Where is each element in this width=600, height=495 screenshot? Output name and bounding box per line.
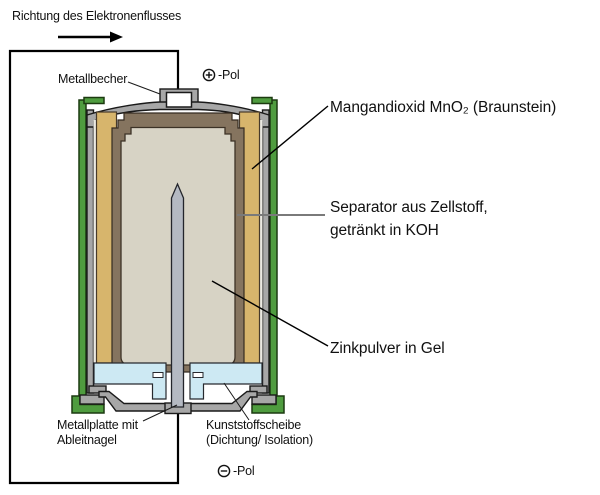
separator-label-line1: Separator aus Zellstoff, xyxy=(330,199,488,216)
pointer-zinkpulver xyxy=(211,280,329,347)
label-wrap-right xyxy=(269,99,278,403)
minus-pol-icon xyxy=(217,464,231,478)
minus-pole-label: -Pol xyxy=(217,464,255,478)
zinc-powder-label: Zinkpulver in Gel xyxy=(330,340,445,357)
circuit-wire xyxy=(8,49,180,485)
separator-label: Separator aus Zellstoff, getränkt in KOH xyxy=(330,196,488,242)
plastic-seal-right xyxy=(189,362,263,400)
bottom-metal-plate xyxy=(98,390,258,412)
electron-flow-arrowhead xyxy=(110,31,123,43)
seal-notch-left xyxy=(152,372,164,378)
plastic-disc-label-line2: (Dichtung/ Isolation) xyxy=(206,433,313,447)
metal-plate-label: Metallplatte mit Ableitnagel xyxy=(57,418,138,448)
plastic-disc-label: Kunststoffscheibe (Dichtung/ Isolation) xyxy=(206,418,313,448)
terminal-button-opening xyxy=(165,91,193,108)
metal-cup-wall-right xyxy=(261,109,270,394)
pointer-kunststoffscheibe xyxy=(223,382,250,421)
metal-plate-label-line1: Metallplatte mit xyxy=(57,418,138,432)
flow-direction-label: Richtung des Elektronenflusses xyxy=(12,9,182,23)
separator-label-line2: getränkt in KOH xyxy=(330,222,439,239)
metal-cup-foot-right xyxy=(251,394,277,405)
label-wrap-left xyxy=(78,99,87,403)
plus-pol-icon xyxy=(202,68,216,82)
metal-cup-wall-left xyxy=(86,109,95,394)
metal-cup-foot-left xyxy=(79,394,105,405)
air-gap-left xyxy=(93,120,97,363)
metal-cup-label: Metallbecher xyxy=(58,72,128,86)
seal-notch-right xyxy=(192,372,204,378)
minus-pole-text: -Pol xyxy=(233,464,255,478)
plus-pole-text: -Pol xyxy=(218,68,240,82)
plate-flange-right xyxy=(249,385,268,394)
label-wrap-tab-right xyxy=(251,96,273,105)
plastic-seal-left xyxy=(93,362,167,400)
label-wrap-tab-left xyxy=(83,96,105,105)
plus-pole-label: -Pol xyxy=(202,68,240,82)
plastic-disc-label-line1: Kunststoffscheibe xyxy=(206,418,302,432)
manganese-dioxide-label: Mangandioxid MnO₂ (Braunstein) xyxy=(330,99,557,116)
air-gap-right xyxy=(259,120,263,363)
pointer-mangandioxid xyxy=(251,105,329,170)
metal-plate-label-line2: Ableitnagel xyxy=(57,433,117,447)
pointer-metallplatte xyxy=(142,404,178,422)
collector-nail xyxy=(170,182,185,408)
pointer-metallbecher xyxy=(127,81,161,95)
plate-flange-left xyxy=(88,385,107,394)
